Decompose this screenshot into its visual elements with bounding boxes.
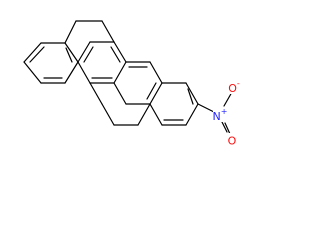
chemical-structure-diagram: N+ O- O	[23, 20, 243, 148]
bond-skeleton	[23, 20, 233, 135]
nitro-nitrogen-atom: N+	[213, 107, 228, 123]
nitro-oxygen-anion-atom: O-	[227, 79, 243, 95]
oxygen-symbol: O	[228, 135, 237, 148]
nitro-oxygen-atom: O	[225, 133, 239, 148]
oxygen-anion-symbol: O-	[228, 79, 240, 95]
nitro-nitrogen-symbol: N+	[213, 107, 228, 123]
